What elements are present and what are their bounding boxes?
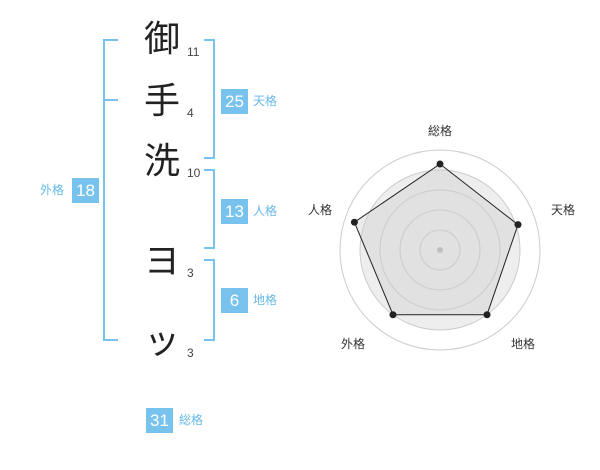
- name-char-4: ヨ: [143, 241, 180, 282]
- stroke-count-5: 3: [187, 346, 194, 360]
- radar-axis-jinkaku: 人格: [308, 203, 333, 217]
- name-char-5: ッ: [143, 321, 180, 362]
- chikaku-label: 地格: [253, 293, 278, 307]
- radar-center: [437, 247, 443, 253]
- gaikaku-bracket: [103, 39, 118, 341]
- tenkaku-bracket: [204, 39, 215, 159]
- gaikaku-value: 18: [72, 178, 99, 203]
- stroke-count-1: 11: [187, 45, 200, 59]
- soukaku-value: 31: [146, 408, 173, 433]
- radar-polygon: [353, 163, 519, 316]
- radar-point-2: [514, 221, 522, 229]
- radar-ring-2: [399, 209, 481, 291]
- name-char-2: 手: [143, 81, 180, 122]
- gaikaku-label: 外格: [40, 183, 65, 197]
- stroke-count-3: 10: [187, 166, 201, 180]
- name-char-1: 御: [143, 19, 180, 60]
- jinkaku-value: 13: [221, 199, 248, 224]
- radar-axis-soukaku: 総格: [428, 124, 453, 138]
- name-char-3: 洗: [143, 141, 180, 182]
- radar-point-1: [436, 160, 444, 168]
- radar-axis-tenkaku: 天格: [551, 203, 576, 217]
- tenkaku-value: 25: [221, 89, 248, 114]
- jinkaku-label: 人格: [253, 204, 278, 218]
- radar-ring-3: [379, 189, 501, 311]
- radar-axis-gaikaku: 外格: [341, 337, 366, 351]
- radar-ring-1: [419, 229, 461, 271]
- radar-point-5: [350, 218, 358, 226]
- tenkaku-label: 天格: [253, 94, 278, 108]
- stroke-count-2: 4: [187, 106, 194, 120]
- stroke-count-4: 3: [187, 266, 194, 280]
- soukaku-label: 総格: [179, 413, 204, 427]
- radar-point-4: [389, 311, 397, 319]
- chikaku-value: 6: [221, 288, 248, 313]
- jinkaku-bracket: [204, 169, 215, 249]
- radar-axis-chikaku: 地格: [511, 337, 536, 351]
- chikaku-bracket: [204, 259, 215, 341]
- radar-chart: [339, 149, 541, 351]
- brackets: [103, 39, 215, 341]
- radar-point-3: [483, 311, 491, 319]
